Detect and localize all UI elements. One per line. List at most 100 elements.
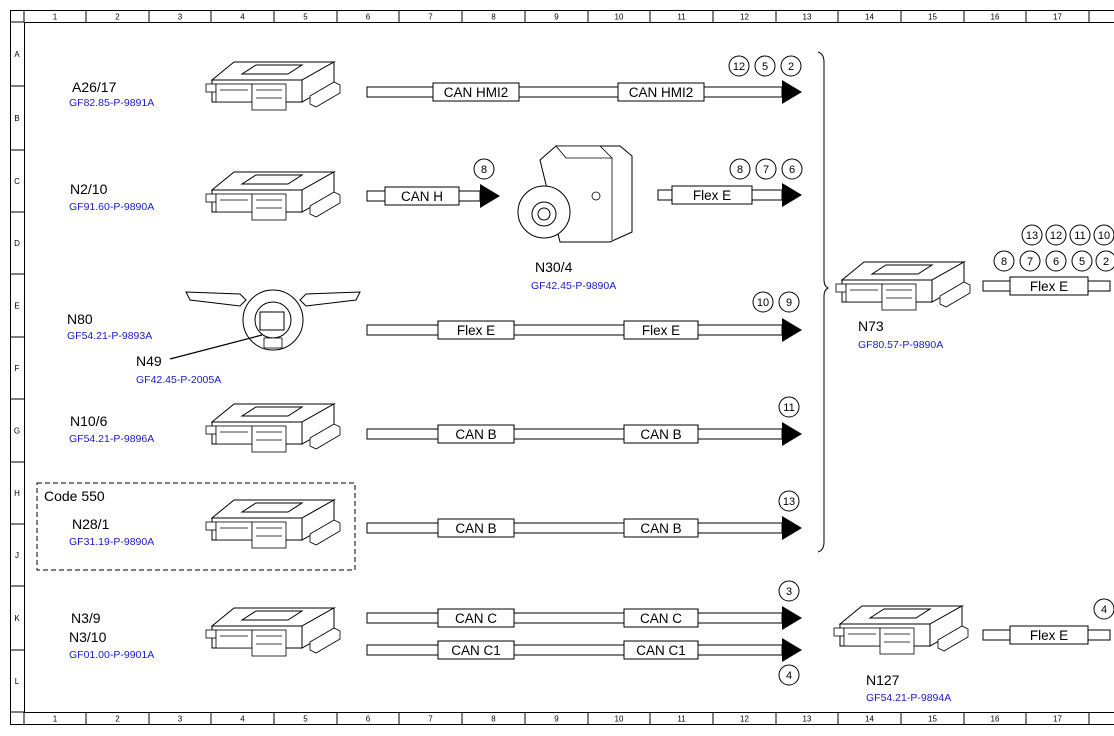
bus-arrow — [782, 318, 802, 342]
connector-circle: 6 — [781, 158, 803, 180]
column-label-top: 11 — [677, 13, 686, 22]
connector-circle: 6 — [1045, 250, 1067, 272]
column-label-bottom: 3 — [178, 715, 183, 724]
n28-1-label: N28/1 — [72, 516, 110, 532]
row-label: G — [14, 427, 20, 436]
svg-text:7: 7 — [763, 164, 769, 176]
connector-circle: 12 — [1045, 224, 1067, 246]
svg-text:4: 4 — [786, 670, 792, 682]
n80-ref: GF54.21-P-9893A — [67, 330, 152, 342]
connector-circle: 13 — [1021, 224, 1043, 246]
connector-circle: 4 — [1093, 598, 1114, 620]
module-n80: N80 GF54.21-P-9893A N49 GF42.45-P-2005A — [67, 289, 361, 386]
n73-ref: GF80.57-P-9890A — [858, 339, 943, 351]
svg-text:2: 2 — [1103, 256, 1109, 268]
column-label-bottom: 7 — [428, 715, 433, 724]
svg-text:4: 4 — [1101, 604, 1107, 616]
bus-label-a-1: CAN HMI2 — [444, 85, 509, 100]
bus-n10-6-can-b — [366, 422, 802, 446]
column-label-bottom: 16 — [991, 715, 1000, 724]
column-label-top: 16 — [991, 13, 1000, 22]
svg-text:7: 7 — [1027, 256, 1033, 268]
bus-arrow — [782, 183, 802, 207]
bus-label-c-left: CAN H — [401, 189, 443, 204]
column-label-bottom: 15 — [928, 715, 937, 724]
connector-circle: 4 — [778, 664, 800, 686]
svg-text:8: 8 — [1001, 256, 1007, 268]
column-label-top: 17 — [1053, 13, 1062, 22]
bus-label-c-right: Flex E — [693, 188, 731, 203]
column-label-top: 3 — [178, 13, 183, 22]
module-n3-9-n3-10: N3/9 N3/10 GF01.00-P-9901A — [69, 607, 341, 661]
row-label: E — [14, 302, 19, 311]
connector-circle: 11 — [1069, 224, 1091, 246]
module-n73: N73 GF80.57-P-9890A — [835, 261, 971, 351]
bus-n30-4-flex-e — [657, 183, 802, 207]
n80-label: N80 — [67, 311, 93, 327]
row-label: A — [14, 50, 20, 59]
connector-circle: 5 — [754, 55, 776, 77]
bus-label-k-1: CAN C — [455, 611, 497, 626]
column-label-bottom: 10 — [615, 715, 624, 724]
column-label-bottom: 9 — [554, 715, 559, 724]
bus-label-n73: Flex E — [1030, 279, 1068, 294]
column-label-bottom: 1 — [53, 715, 58, 724]
bus-arrow — [782, 638, 802, 662]
connector-circle: 3 — [778, 580, 800, 602]
bus-n2-10-can-h — [366, 184, 500, 208]
n3-9-label: N3/9 — [71, 610, 101, 626]
connector-circle: 9 — [778, 291, 800, 313]
bus-arrow — [480, 184, 500, 208]
column-label-bottom: 12 — [740, 715, 749, 724]
connector-circle: 7 — [755, 158, 777, 180]
bus-n3-9-can-c — [366, 606, 802, 630]
bus-label-e-1: Flex E — [457, 323, 495, 338]
column-label-top: 2 — [115, 13, 120, 22]
svg-text:3: 3 — [786, 586, 792, 598]
column-label-bottom: 17 — [1053, 715, 1062, 724]
bus-n127-flex-e — [982, 625, 1111, 645]
svg-text:10: 10 — [1098, 230, 1110, 242]
connector-circle: 11 — [778, 396, 800, 418]
column-label-top: 4 — [240, 13, 245, 22]
bus-a26-17-hmi2 — [366, 80, 802, 104]
row-label: C — [14, 177, 20, 186]
n2-10-label: N2/10 — [70, 181, 108, 197]
n49-ref: GF42.45-P-2005A — [136, 374, 221, 386]
column-label-top: 1 — [53, 13, 58, 22]
column-label-top: 10 — [615, 13, 624, 22]
svg-text:12: 12 — [733, 61, 745, 73]
row-label: J — [15, 551, 19, 560]
n73-label: N73 — [858, 318, 884, 334]
connector-circle: 10 — [752, 291, 774, 313]
bus-label-l-1: CAN C1 — [451, 643, 501, 658]
row-label: D — [14, 239, 20, 248]
svg-text:5: 5 — [762, 61, 768, 73]
svg-text:9: 9 — [786, 297, 792, 309]
n28-1-ref: GF31.19-P-9890A — [69, 536, 154, 548]
row-label: B — [14, 114, 19, 123]
column-label-top: 6 — [366, 13, 371, 22]
bus-arrow — [782, 606, 802, 630]
column-label-bottom: 8 — [491, 715, 496, 724]
svg-text:5: 5 — [1079, 256, 1085, 268]
grouping-bracket — [817, 51, 830, 553]
column-label-bottom: 6 — [366, 715, 371, 724]
row-label: H — [14, 489, 20, 498]
n30-4-ref: GF42.45-P-9890A — [531, 280, 616, 292]
svg-text:6: 6 — [789, 164, 795, 176]
column-label-top: 13 — [803, 13, 812, 22]
connector-circle: 13 — [778, 490, 800, 512]
svg-text:12: 12 — [1050, 230, 1062, 242]
svg-text:8: 8 — [481, 164, 487, 176]
column-label-top: 7 — [428, 13, 433, 22]
a26-17-label: A26/17 — [72, 79, 117, 95]
column-label-bottom: 11 — [677, 715, 686, 724]
column-label-bottom: 4 — [240, 715, 245, 724]
column-label-top: 8 — [491, 13, 496, 22]
connector-circle: 12 — [728, 55, 750, 77]
n3-10-label: N3/10 — [69, 629, 107, 645]
bus-n73-flex-e — [982, 276, 1111, 296]
